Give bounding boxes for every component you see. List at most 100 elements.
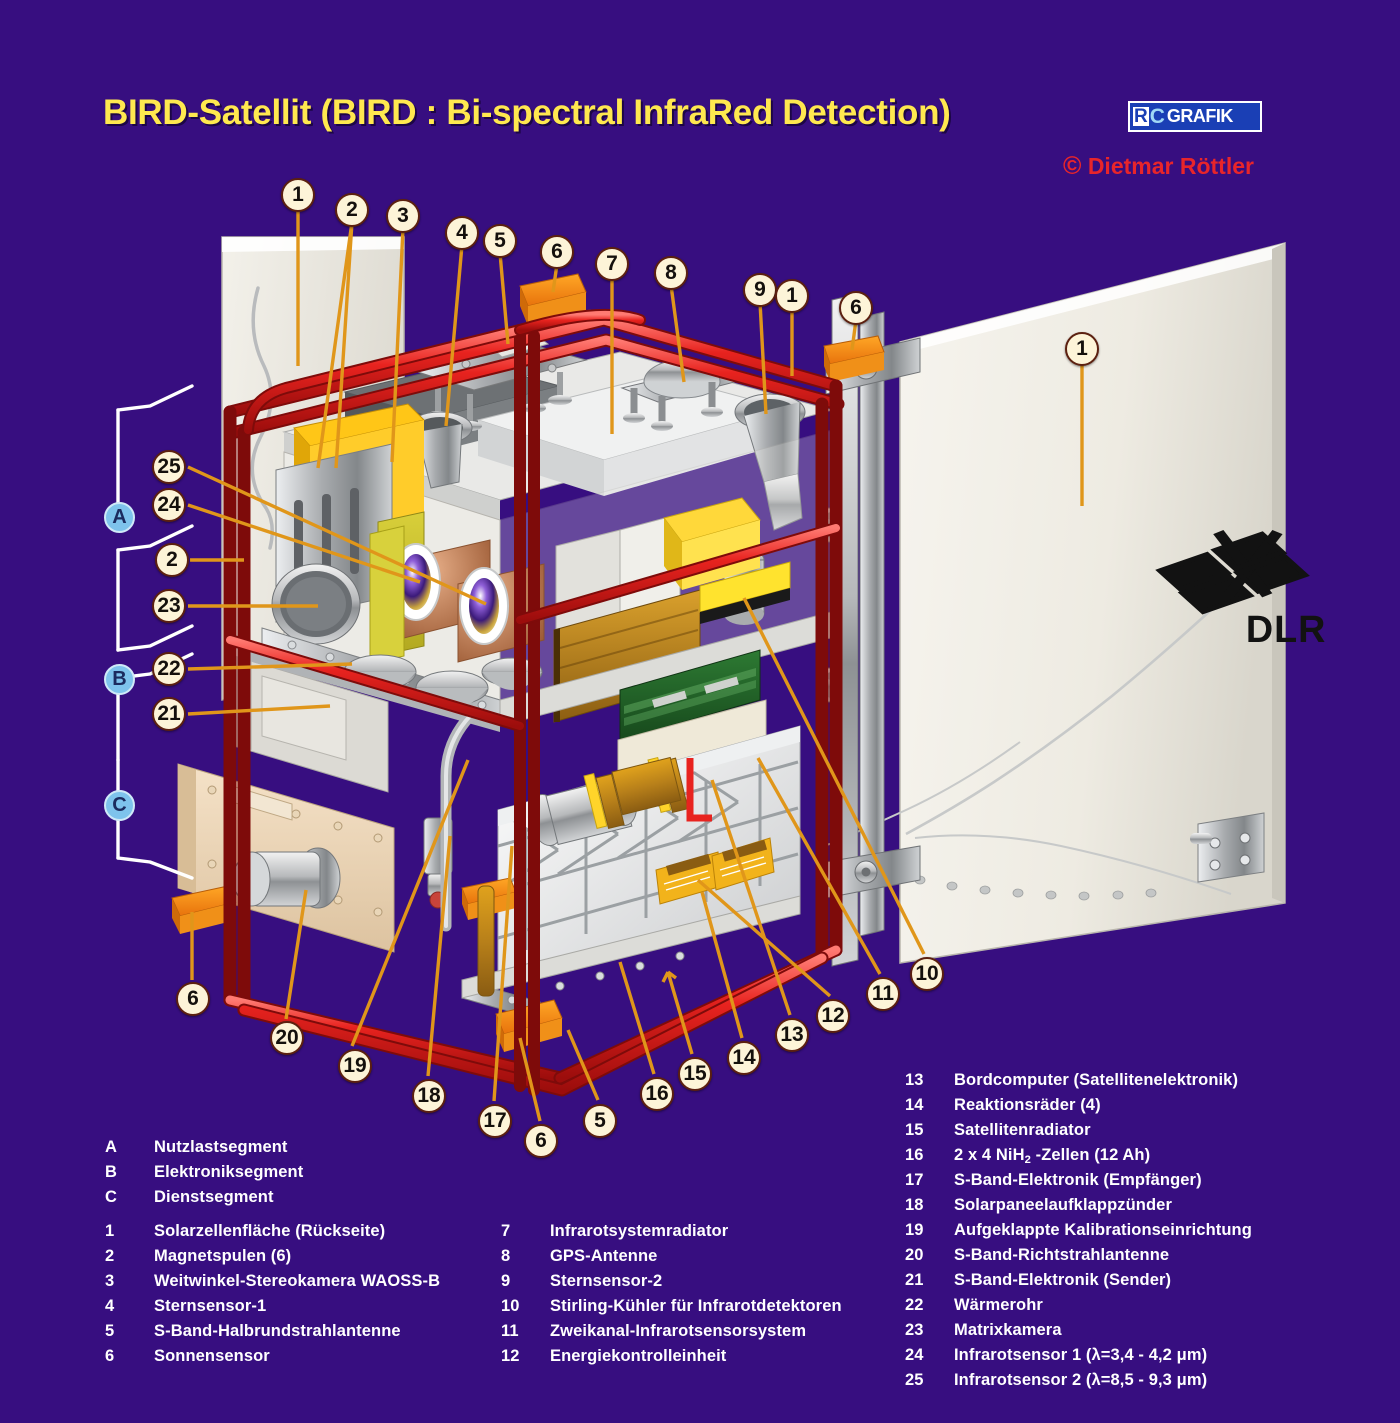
legend-label: Infrarotsensor 1 (λ=3,4 - 4,2 μm) (954, 1346, 1208, 1364)
legend-key: 19 (905, 1221, 924, 1239)
legend-label: S-Band-Richtstrahlantenne (954, 1246, 1170, 1264)
legend-key: 17 (905, 1171, 924, 1189)
callout-badge-4[interactable]: 4 (445, 216, 479, 250)
callout-badge-24[interactable]: 24 (152, 488, 186, 522)
segment-brackets (116, 384, 194, 880)
callout-badge-2[interactable]: 2 (155, 543, 189, 577)
callout-badge-1[interactable]: 1 (775, 279, 809, 313)
callout-badge-19[interactable]: 19 (338, 1049, 372, 1083)
callout-badge-3[interactable]: 3 (386, 199, 420, 233)
legend-key: 10 (501, 1297, 520, 1315)
copyright-notice: © Dietmar Röttler (1063, 152, 1254, 181)
legend-key: 14 (905, 1096, 924, 1114)
callout-leader-lines (187, 206, 1084, 1122)
legend-key: C (105, 1188, 118, 1206)
legend-label: Sonnensensor (154, 1347, 270, 1365)
callout-badge-2[interactable]: 2 (335, 193, 369, 227)
logo-word-grafik: GRAFIK (1166, 106, 1234, 126)
legend-label: S-Band-Halbrundstrahlantenne (154, 1322, 401, 1340)
legend-key: 18 (905, 1196, 924, 1214)
callout-badge-11[interactable]: 11 (866, 977, 900, 1011)
power-control-unit (655, 837, 775, 905)
callout-badge-23[interactable]: 23 (152, 589, 186, 623)
callout-badge-13[interactable]: 13 (775, 1018, 809, 1052)
callout-badge-12[interactable]: 12 (816, 999, 850, 1033)
callout-badge-17[interactable]: 17 (478, 1104, 512, 1138)
callout-badge-14[interactable]: 14 (727, 1041, 761, 1075)
legend-key: 6 (105, 1347, 115, 1365)
legend-label: Weitwinkel-Stereokamera WAOSS-B (154, 1272, 441, 1290)
legend-key: B (105, 1163, 118, 1181)
segment-marker-C: C (104, 790, 135, 821)
callout-badge-22[interactable]: 22 (152, 652, 186, 686)
legend-label: Nutzlastsegment (154, 1138, 288, 1156)
legend-label: Reaktionsräder (4) (954, 1096, 1101, 1114)
callout-badge-18[interactable]: 18 (412, 1079, 446, 1113)
callout-badge-20[interactable]: 20 (270, 1021, 304, 1055)
legend-key: 22 (905, 1296, 924, 1314)
callout-badge-5[interactable]: 5 (583, 1104, 617, 1138)
svg-text:DLR: DLR (1246, 608, 1327, 650)
legend-key: 7 (501, 1222, 511, 1240)
callout-badge-6[interactable]: 6 (540, 235, 574, 269)
dlr-logo: DLR (1155, 530, 1327, 650)
logo-letter-c: C (1149, 104, 1165, 128)
legend-label: Wärmerohr (954, 1296, 1043, 1314)
legend-key: 4 (105, 1297, 115, 1315)
legend-label: GPS-Antenne (550, 1247, 658, 1265)
page-title: BIRD-Satellit (BIRD : Bi-spectral InfraR… (103, 93, 951, 132)
callout-badge-7[interactable]: 7 (595, 247, 629, 281)
callout-badge-8[interactable]: 8 (654, 256, 688, 290)
legend-label: Solarpaneelaufklappzünder (954, 1196, 1172, 1214)
logo-letter-r: R (1133, 106, 1149, 127)
legend-label: Satellitenradiator (954, 1121, 1091, 1139)
legend-key: 11 (501, 1322, 519, 1340)
legend-key: 13 (905, 1071, 924, 1089)
legend-label: S-Band-Elektronik (Sender) (954, 1271, 1172, 1289)
callout-badge-6[interactable]: 6 (839, 291, 873, 325)
callout-badge-15[interactable]: 15 (678, 1057, 712, 1091)
legend-key: 21 (905, 1271, 924, 1289)
legend-label: Zweikanal-Infrarotsensorsystem (550, 1322, 807, 1340)
segment-marker-A: A (104, 502, 135, 533)
callout-badge-6[interactable]: 6 (176, 982, 210, 1016)
legend-key: 12 (501, 1347, 520, 1365)
legend-label: Solarzellenfläche (Rückseite) (154, 1222, 386, 1240)
legend-label: S-Band-Elektronik (Empfänger) (954, 1171, 1202, 1189)
heat-pipe-frame (223, 308, 845, 1097)
legend-key: 23 (905, 1321, 924, 1339)
legend-key: 3 (105, 1272, 115, 1290)
callout-badge-6[interactable]: 6 (524, 1124, 558, 1158)
legend-label: 2 x 4 NiH2 -Zellen (12 Ah) (954, 1146, 1151, 1166)
panel-hinge-bracket-right (1190, 812, 1265, 883)
legend-key: 25 (905, 1371, 924, 1389)
callout-badge-21[interactable]: 21 (152, 697, 186, 731)
legend-label: Matrixkamera (954, 1321, 1062, 1339)
callout-badge-5[interactable]: 5 (483, 224, 517, 258)
legend-key: 20 (905, 1246, 924, 1264)
service-segment (171, 710, 801, 1052)
sun-sensor-top-right (823, 335, 885, 382)
legend-label: Magnetspulen (6) (154, 1247, 292, 1265)
callout-badge-16[interactable]: 16 (640, 1077, 674, 1111)
legend-key: 2 (105, 1247, 115, 1265)
rc-grafik-logo: R C GRAFIK (1128, 101, 1262, 132)
callout-badge-1[interactable]: 1 (281, 178, 315, 212)
legend-key: A (105, 1138, 118, 1156)
legend-label: Dienstsegment (154, 1188, 274, 1206)
legend-label: Stirling-Kühler für Infrarotdetektoren (550, 1297, 842, 1315)
legend-key: 1 (105, 1222, 115, 1240)
legend-label: Infrarotsensor 2 (λ=8,5 - 9,3 μm) (954, 1371, 1208, 1389)
legend-key: 9 (501, 1272, 511, 1290)
legend-key: 8 (501, 1247, 511, 1265)
legend-key: 24 (905, 1346, 924, 1364)
legend-label: Energiekontrolleinheit (550, 1347, 727, 1365)
callout-badge-25[interactable]: 25 (152, 450, 186, 484)
legend-label: Sternsensor-2 (550, 1272, 663, 1290)
callout-badge-10[interactable]: 10 (910, 957, 944, 991)
callout-badge-9[interactable]: 9 (743, 273, 777, 307)
legend-label: Infrarotsystemradiator (550, 1222, 729, 1240)
callout-badge-1[interactable]: 1 (1065, 332, 1099, 366)
